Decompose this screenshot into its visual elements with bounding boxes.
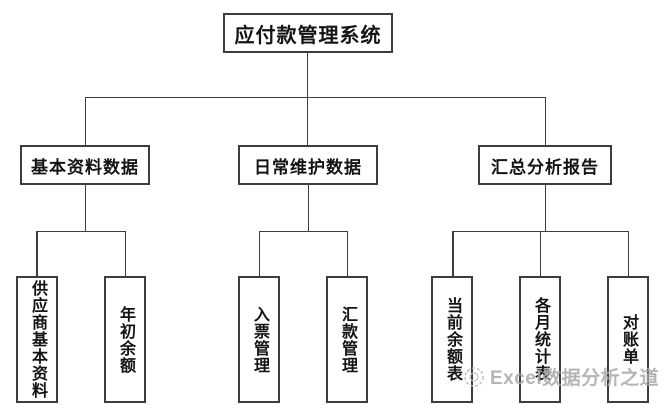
connector-branch0-vertical [84, 97, 86, 145]
node-label: 基本资料数据 [31, 157, 139, 177]
node-branch-basic-data: 基本资料数据 [20, 145, 150, 185]
node-label: 年初余额 [117, 305, 134, 374]
node-leaf-invoice-entry: 入票管理 [238, 276, 280, 403]
connector-branch1-vertical [306, 97, 308, 145]
node-branch-summary-report: 汇总分析报告 [478, 145, 612, 185]
connector-branch2-vertical [544, 97, 546, 145]
connector-branch1-down [307, 185, 309, 231]
node-label: 入票管理 [251, 305, 268, 374]
watermark-text: Excel数据分析之道 [490, 368, 660, 389]
connector-group1-horizontal [258, 230, 348, 232]
node-leaf-beginning-balance: 年初余额 [104, 276, 146, 403]
connector-child22-vertical [627, 231, 629, 276]
node-label: 日常维护数据 [254, 157, 362, 177]
node-label: 各月统计表 [532, 297, 549, 382]
connector-child11-vertical [346, 231, 348, 276]
connector-child10-vertical [258, 231, 260, 276]
connector-child21-vertical [539, 231, 541, 276]
connector-root-vertical [306, 53, 308, 97]
node-label: 汇款管理 [339, 305, 356, 374]
node-leaf-remittance-management: 汇款管理 [326, 276, 368, 403]
node-leaf-monthly-statistics-table: 各月统计表 [519, 276, 561, 403]
connector-branch0-down [84, 185, 86, 231]
connector-child20-vertical [452, 231, 454, 276]
connector-child00-vertical [36, 231, 38, 276]
node-label: 汇总分析报告 [491, 157, 599, 177]
node-label: 应付款管理系统 [234, 24, 382, 47]
logo-circle-icon [462, 365, 486, 389]
connector-child01-vertical [124, 231, 126, 276]
watermark: Excel数据分析之道 [462, 363, 659, 390]
connector-level1-horizontal [84, 96, 546, 98]
connector-group0-horizontal [36, 230, 125, 232]
node-root-title: 应付款管理系统 [223, 13, 393, 53]
node-label: 当前余额表 [444, 297, 461, 382]
node-branch-daily-maintenance: 日常维护数据 [238, 145, 378, 185]
node-label: 对账单 [620, 314, 637, 365]
node-leaf-supplier-basic-info: 供应商基本资料 [16, 276, 58, 403]
connector-branch2-down [544, 185, 546, 231]
node-leaf-account-statement: 对账单 [607, 276, 649, 403]
node-label: 供应商基本资料 [29, 280, 46, 399]
